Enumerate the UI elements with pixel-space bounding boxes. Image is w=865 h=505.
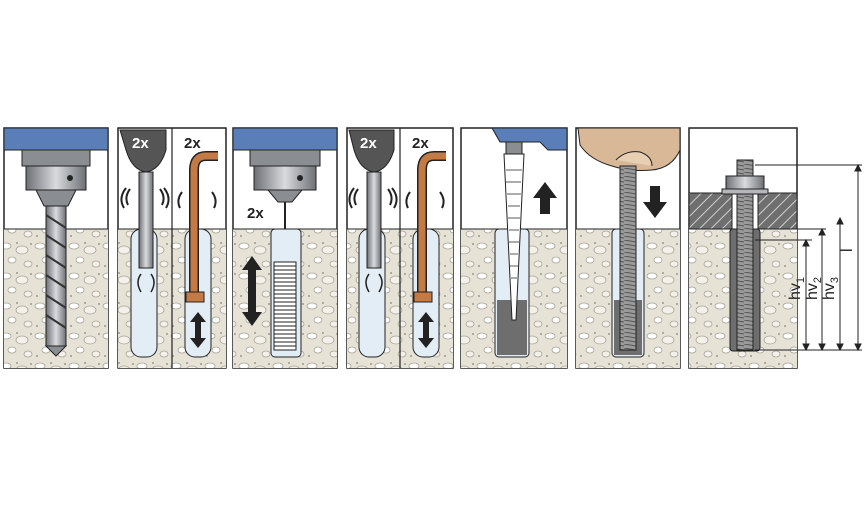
dim-label-hv2: hv2 <box>804 277 824 300</box>
arrow-updown-icon <box>418 312 434 348</box>
svg-text:hv1: hv1 <box>787 277 807 300</box>
drill-chuck <box>253 165 317 191</box>
blow-pump-nozzle <box>138 171 154 269</box>
panel-drill <box>3 127 109 369</box>
dim-label-hv3: hv3 <box>821 277 841 300</box>
wire-brush <box>273 261 297 351</box>
arrow-down-icon <box>643 186 667 218</box>
drill-chuck <box>25 165 87 191</box>
dim-label-l: l <box>839 248 856 252</box>
arrow-updown-icon <box>190 312 206 348</box>
label-2x: 2x <box>184 135 201 152</box>
panel-clean-1: 2x 2x <box>117 127 227 369</box>
panel-fixture <box>688 127 798 369</box>
label-2x: 2x <box>412 135 429 152</box>
label-2x: 2x <box>247 205 264 222</box>
brush-tip <box>185 291 205 303</box>
panel-inject <box>460 127 568 369</box>
static-mixer <box>503 153 525 321</box>
dispenser-gun <box>491 127 568 151</box>
dimension-lines <box>755 163 862 352</box>
brush-tip <box>413 291 433 303</box>
drill-body <box>3 127 109 151</box>
svg-text:hv2: hv2 <box>804 277 824 300</box>
arrow-updown-icon <box>242 256 262 326</box>
label-2x: 2x <box>360 135 377 152</box>
arrow-up-icon <box>533 182 557 214</box>
svg-text:l: l <box>839 248 856 252</box>
blow-pump-nozzle <box>366 171 382 269</box>
panel-insert <box>575 127 681 369</box>
drill-body <box>232 127 338 151</box>
panel-clean-2: 2x 2x <box>346 127 454 369</box>
threaded-rod <box>619 165 637 351</box>
hex-nut <box>725 175 765 191</box>
svg-text:hv3: hv3 <box>821 277 841 300</box>
washer <box>721 188 769 195</box>
dim-label-hv1: hv1 <box>787 277 807 300</box>
label-2x: 2x <box>132 135 149 152</box>
panel-brush: 2x <box>232 127 338 369</box>
